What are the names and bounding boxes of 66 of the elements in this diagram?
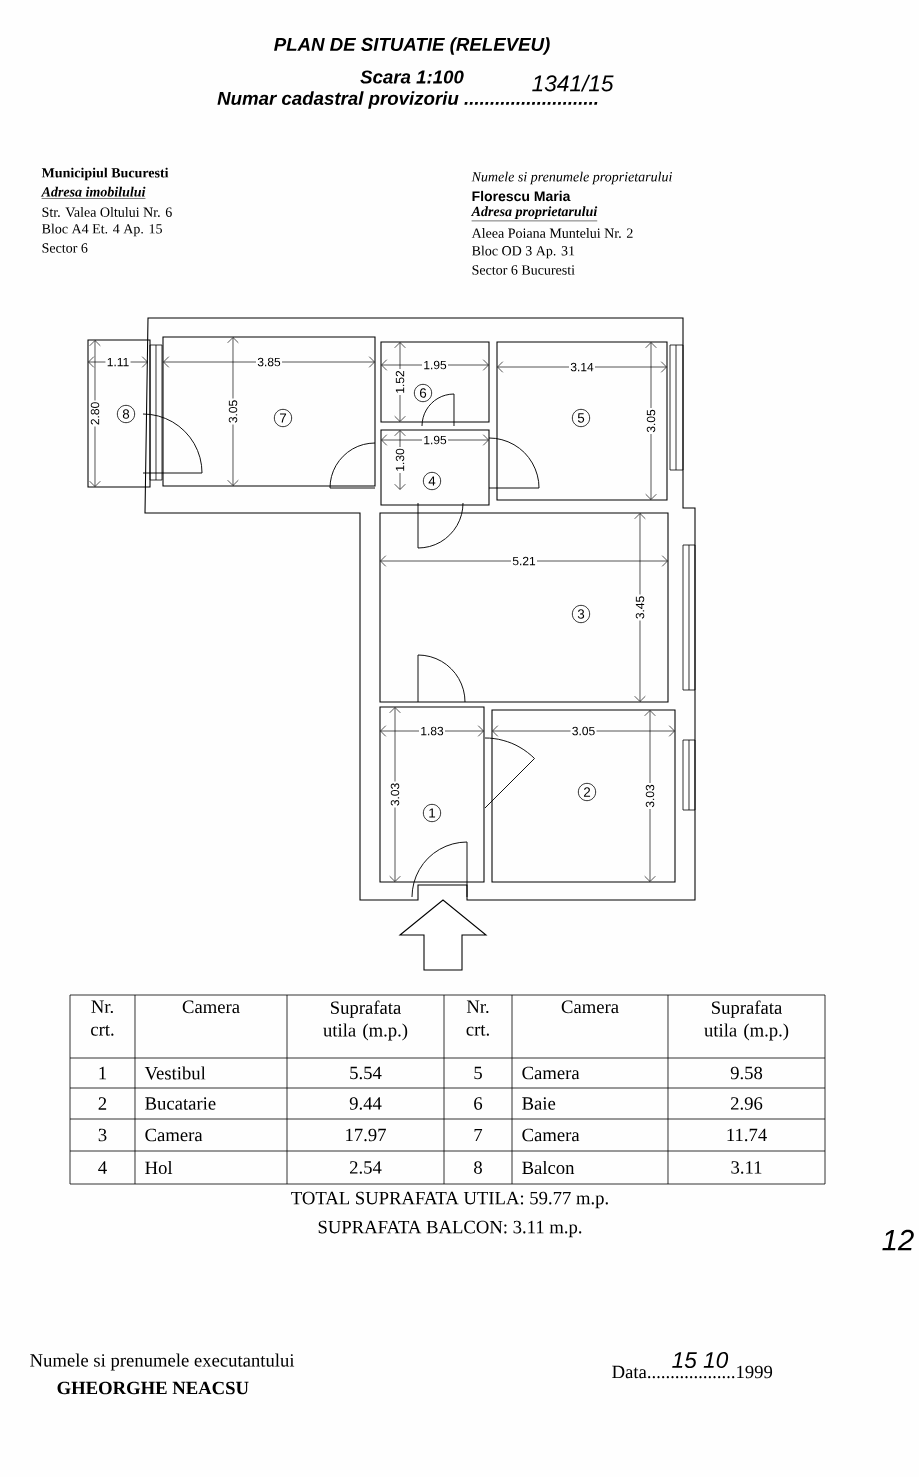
table-text: 11.74	[727, 1128, 767, 1142]
address-text: Aleea Poiana Muntelui Nr. 2	[471, 228, 633, 238]
table-text: 9.58	[730, 1066, 763, 1080]
dimension-label: 3.05	[645, 408, 657, 434]
table-text: 8	[474, 1161, 482, 1174]
table-text: 5	[474, 1066, 482, 1080]
address-heading: Adresa imobilului	[40, 186, 146, 199]
table-text: 5.54	[350, 1066, 382, 1080]
address-text: Sector 6	[42, 243, 88, 253]
cadastral-number-text: Numar cadastral provizoriu ..........................	[217, 91, 598, 109]
handwritten-number: 12	[882, 1229, 914, 1251]
table-text: Suprafata utila (m.p.)	[323, 1000, 408, 1041]
address-text: Bloc OD 3 Ap. 31	[472, 245, 575, 259]
table-text: Balcon	[522, 1160, 575, 1175]
total-text: TOTAL SUPRAFATA UTILA: 59.77 m.p.	[291, 1191, 608, 1209]
table-text: Suprafata utila (m.p.)	[704, 1000, 789, 1041]
table-text: Hol	[145, 1160, 173, 1175]
dimension-label: 5.21	[511, 555, 537, 567]
table-text: 4	[98, 1161, 107, 1174]
table-text: Camera	[145, 1128, 203, 1142]
room-number: 4	[422, 471, 442, 491]
table-text: 2.96	[731, 1097, 763, 1110]
dimension-label: 2.80	[89, 400, 101, 427]
title: PLAN DE SITUATIE (RELEVEU)	[274, 37, 550, 55]
address-text: Bloc A4 Et. 4 Ap. 15	[42, 223, 162, 237]
table-text: 1	[99, 1066, 107, 1080]
total-text: SUPRAFATA BALCON: 3.11 m.p.	[318, 1220, 582, 1238]
table-text: 3	[98, 1128, 107, 1142]
room-number: 7	[273, 408, 293, 428]
handwritten-number: 1341/15	[532, 74, 614, 92]
dimension-label: 3.03	[644, 783, 656, 809]
dimension-label: 1.52	[394, 369, 406, 395]
signature-caption: Numele si prenumele executantului	[30, 1353, 295, 1371]
table-text: Baie	[522, 1097, 556, 1110]
table-text: Camera	[522, 1128, 580, 1142]
room-number: 2	[577, 782, 597, 802]
table-text: Camera	[561, 1000, 619, 1014]
address-text: Sector 6 Bucuresti	[472, 265, 575, 275]
room-number: 5	[571, 408, 591, 428]
owner-heading: Numele si prenumele proprietarului	[471, 171, 672, 185]
table-text: Nr. crt.	[91, 1000, 114, 1036]
table-text: 17.97	[346, 1128, 386, 1142]
scale-text: Scara 1:100	[360, 70, 464, 84]
table-text: 2.54	[350, 1161, 382, 1174]
table-text: 3.11	[731, 1161, 762, 1174]
dimension-label: 3.05	[227, 398, 239, 425]
table-text: Bucatarie	[145, 1097, 216, 1110]
owner-name: Florescu Maria	[472, 190, 571, 202]
table-text: Vestibul	[144, 1066, 206, 1080]
room-number: 1	[422, 803, 442, 823]
table-text: 2	[98, 1097, 107, 1110]
room-number: 3	[571, 604, 591, 624]
table-text: 9.44	[349, 1097, 382, 1110]
dimension-label: 1.83	[419, 725, 445, 737]
address-heading: Adresa proprietarului	[470, 206, 598, 222]
table-text: 7	[474, 1128, 483, 1142]
room-number: 6	[413, 383, 433, 403]
table-text: Nr. crt.	[466, 1000, 489, 1036]
table-text: Camera	[182, 1000, 240, 1014]
surveyor-name: GHEORGHE NEACSU	[57, 1381, 249, 1395]
address-text: Str. Valea Oltului Nr. 6	[42, 207, 172, 217]
dimension-label: 1.95	[422, 434, 448, 446]
table-text: Camera	[522, 1066, 580, 1080]
room-number: 8	[116, 404, 136, 424]
address-text: Municipiul Bucuresti	[41, 167, 169, 181]
table-text: 6	[474, 1097, 483, 1110]
